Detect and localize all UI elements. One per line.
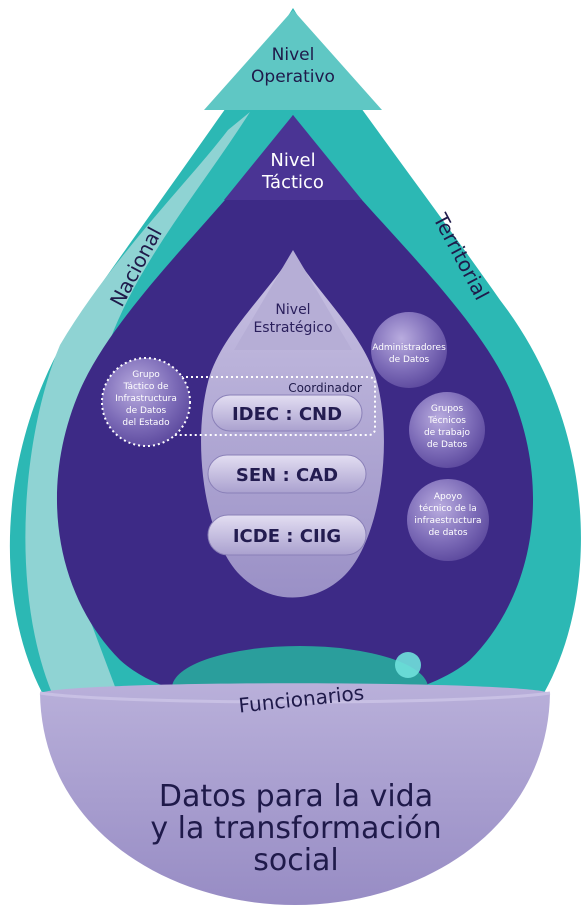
operativo-label-line2: Operativo: [251, 67, 335, 87]
left-bubble-line2: Táctico de: [122, 382, 169, 392]
grupos-bubble-line1: Grupos: [431, 404, 464, 414]
right-bubble-administradores: Administradores de Datos: [371, 312, 447, 388]
estrategico-cap: [234, 250, 352, 350]
coordinator-label: Coordinador: [288, 381, 362, 395]
operativo-cap: [204, 10, 382, 110]
admin-bubble-line2: de Datos: [389, 355, 430, 365]
estrategico-label-line2: Estratégico: [253, 320, 332, 336]
tactico-label-line2: Táctico: [261, 172, 324, 193]
bowl-rim: [39, 691, 551, 704]
left-bubble-line3: Infrastructura: [115, 394, 177, 404]
bowl-text-line1: Datos para la vida: [159, 779, 433, 814]
pill-sen: SEN : CAD: [207, 454, 367, 494]
pill-idec: IDEC : CND: [211, 394, 363, 432]
right-bubble-apoyo-tecnico: Apoyo técnico de la infraestructura de d…: [407, 479, 489, 561]
pill-idec-label: IDEC : CND: [232, 404, 342, 425]
admin-bubble-line1: Administradores: [372, 343, 446, 353]
apoyo-bubble-line4: de datos: [428, 528, 467, 538]
bowl-text-line2: y la transformación: [150, 811, 441, 846]
tactico-cap: [224, 115, 362, 200]
apoyo-bubble-line2: técnico de la: [419, 503, 477, 514]
apoyo-bubble-line1: Apoyo: [434, 492, 463, 502]
estrategico-label-line1: Nivel: [275, 302, 310, 318]
funcionarios-highlight: [395, 652, 421, 678]
right-bubble-grupos-tecnicos: Grupos Técnicos de trabajo de Datos: [409, 392, 485, 468]
operativo-label-line1: Nivel: [272, 45, 315, 65]
grupos-bubble-line3: de trabajo: [424, 428, 471, 438]
left-bubble-grupo-tactico: Grupo Táctico de Infrastructura de Datos…: [101, 357, 191, 447]
grupos-bubble-line2: Técnicos: [427, 415, 466, 426]
tactico-label-line1: Nivel: [270, 150, 315, 171]
apoyo-bubble-line3: infraestructura: [414, 516, 481, 526]
bowl-text-line3: social: [253, 843, 339, 878]
bowl: [40, 683, 550, 905]
pill-sen-label: SEN : CAD: [236, 465, 338, 486]
left-bubble-line5: del Estado: [122, 418, 170, 428]
pill-icde: ICDE : CIIG: [207, 514, 367, 556]
coordinator-dotted-band: [169, 376, 376, 436]
grupos-bubble-line4: de Datos: [427, 440, 468, 450]
left-bubble-line1: Grupo: [132, 370, 160, 380]
pill-icde-label: ICDE : CIIG: [233, 526, 341, 547]
left-bubble-line4: de Datos: [126, 406, 167, 416]
nacional-band: [25, 112, 251, 700]
